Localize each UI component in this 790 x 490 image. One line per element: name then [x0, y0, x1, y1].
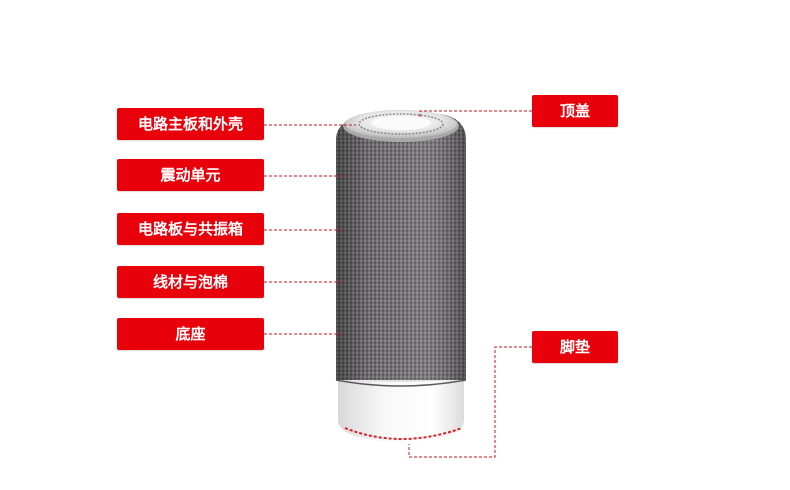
speaker-fabric-body	[335, 114, 467, 387]
label-circuit-board-resonator: 电路板与共振箱	[117, 213, 264, 245]
label-vibration-unit: 震动单元	[117, 159, 264, 191]
foot-pad-accent	[344, 427, 463, 440]
speaker-top-cap	[343, 110, 459, 142]
label-top-cover: 顶盖	[532, 95, 618, 127]
label-wire-foam: 线材与泡棉	[117, 266, 264, 298]
label-circuit-board-shell: 电路主板和外壳	[117, 108, 264, 140]
label-base: 底座	[117, 318, 264, 350]
label-foot-pad: 脚垫	[532, 331, 618, 363]
leader-lines	[264, 110, 532, 458]
